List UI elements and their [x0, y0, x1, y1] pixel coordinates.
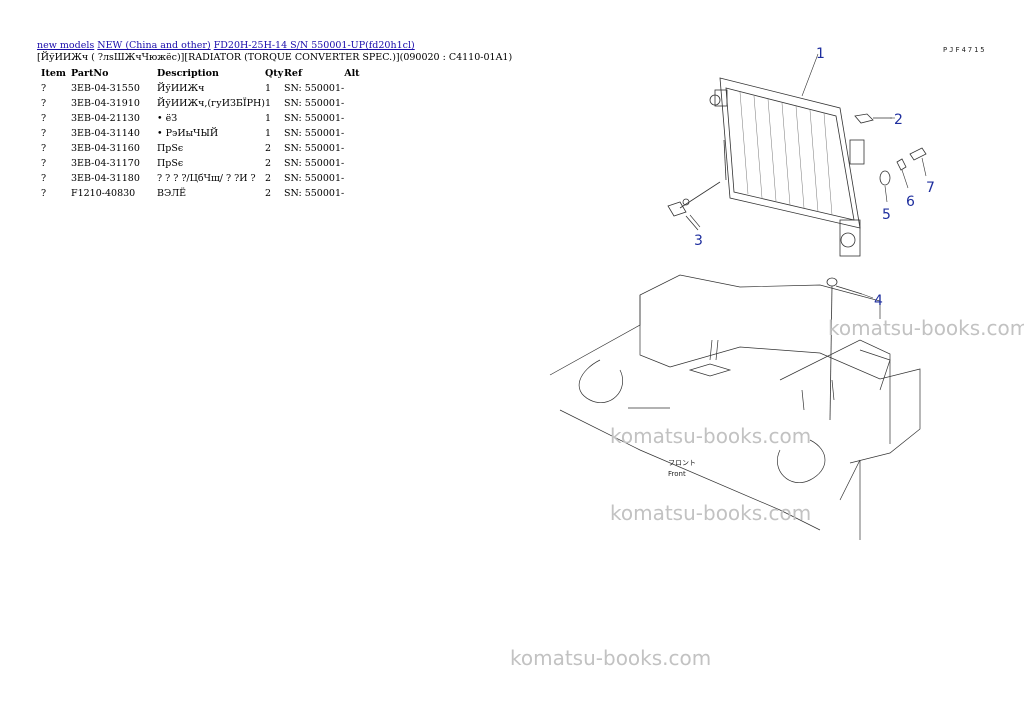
table-row: ? F1210-40830 ВЭЛЁ 2 SN: 550001-: [37, 186, 364, 201]
breadcrumb: new models NEW (China and other) FD20H-2…: [37, 40, 415, 52]
cell-description: ВЭЛЁ: [157, 188, 187, 199]
cell-qty: 1: [265, 98, 272, 109]
front-label-en: Front: [668, 470, 686, 478]
cell-item: ?: [41, 128, 47, 139]
breadcrumb-link-new-models[interactable]: new models: [37, 40, 95, 51]
parts-table: Item PartNo Description Qty Ref Alt ? 3E…: [37, 66, 364, 201]
col-header-item: Item: [41, 68, 66, 79]
cell-ref: SN: 550001-: [284, 113, 345, 124]
callout-3: 3: [694, 233, 703, 249]
cell-partno: 3EB-04-31160: [71, 143, 140, 154]
cell-partno: 3EB-04-31910: [71, 98, 140, 109]
col-header-ref: Ref: [284, 68, 303, 79]
cell-qty: 1: [265, 128, 272, 139]
cell-item: ?: [41, 188, 47, 199]
callout-6: 6: [906, 194, 915, 210]
bushing-fittings: [879, 147, 927, 186]
cell-description: • РэИыЧЫЙ: [157, 128, 219, 139]
cell-alt: [344, 171, 364, 186]
cell-qty: 2: [265, 158, 272, 169]
cell-partno: F1210-40830: [71, 188, 136, 199]
diagram-code: PJF4715: [943, 46, 987, 54]
table-row: ? 3EB-04-31910 ЙўИИЖч,(гуИЗБЇРН) 1 SN: 5…: [37, 96, 364, 111]
col-header-qty: Qty: [265, 68, 284, 79]
cell-item: ?: [41, 113, 47, 124]
table-row: ? 3EB-04-21130 • ёЗ 1 SN: 550001-: [37, 111, 364, 126]
table-row: ? 3EB-04-31180 ? ? ? ?/ЦбЧщ/ ? ?И ? 2 SN…: [37, 171, 364, 186]
cell-description: ПрЅє: [157, 158, 184, 169]
col-header-description: Description: [157, 68, 219, 79]
cell-description: • ёЗ: [157, 113, 178, 124]
table-header-row: Item PartNo Description Qty Ref Alt: [37, 66, 364, 81]
cell-item: ?: [41, 158, 47, 169]
callout-2: 2: [894, 112, 903, 128]
table-row: ? 3EB-04-31140 • РэИыЧЫЙ 1 SN: 550001-: [37, 126, 364, 141]
breadcrumb-link-region[interactable]: NEW (China and other): [97, 40, 211, 51]
cell-alt: [344, 81, 364, 96]
cell-alt: [344, 96, 364, 111]
cell-description: ЙўИИЖч: [157, 83, 205, 94]
table-row: ? 3EB-04-31550 ЙўИИЖч 1 SN: 550001-: [37, 81, 364, 96]
cell-partno: 3EB-04-31550: [71, 83, 140, 94]
cell-alt: [344, 126, 364, 141]
table-row: ? 3EB-04-31160 ПрЅє 2 SN: 550001-: [37, 141, 364, 156]
watermark: komatsu-books.com: [510, 646, 712, 670]
page-title: [ЙўИИЖч ( ?лsШЖчЧюжёс)][RADIATOR (TORQUE…: [37, 52, 513, 63]
cell-ref: SN: 550001-: [284, 83, 345, 94]
cell-ref: SN: 550001-: [284, 158, 345, 169]
cell-partno: 3EB-04-21130: [71, 113, 140, 124]
cell-description: ? ? ? ?/ЦбЧщ/ ? ?И ?: [157, 173, 256, 184]
cell-ref: SN: 550001-: [284, 173, 345, 184]
cell-qty: 1: [265, 113, 272, 124]
cell-item: ?: [41, 143, 47, 154]
cell-ref: SN: 550001-: [284, 143, 345, 154]
watermark: komatsu-books.com: [610, 501, 812, 525]
cell-alt: [344, 141, 364, 156]
cell-ref: SN: 550001-: [284, 188, 345, 199]
cell-alt: [344, 156, 364, 171]
radiator-parts-diagram: PJF4715: [549, 46, 987, 540]
drain-cock: [667, 181, 721, 231]
cell-partno: 3EB-04-31170: [71, 158, 140, 169]
col-header-partno: PartNo: [71, 68, 109, 79]
callout-5: 5: [882, 207, 891, 223]
cell-ref: SN: 550001-: [284, 98, 345, 109]
cell-qty: 2: [265, 143, 272, 154]
cell-qty: 2: [265, 188, 272, 199]
table-row: ? 3EB-04-31170 ПрЅє 2 SN: 550001-: [37, 156, 364, 171]
cell-item: ?: [41, 173, 47, 184]
watermark: komatsu-books.com: [610, 424, 812, 448]
cell-description: ПрЅє: [157, 143, 184, 154]
radiator-core: [709, 77, 865, 257]
callout-7: 7: [926, 180, 935, 196]
col-header-alt: Alt: [344, 68, 360, 79]
front-label-jp: フロント: [668, 459, 696, 467]
cell-qty: 2: [265, 173, 272, 184]
cell-ref: SN: 550001-: [284, 128, 345, 139]
truck-frame: [549, 274, 921, 540]
radiator-cap: [854, 113, 892, 124]
callout-4: 4: [874, 293, 883, 309]
cell-description: ЙўИИЖч,(гуИЗБЇРН): [157, 98, 266, 109]
cell-item: ?: [41, 83, 47, 94]
cell-partno: 3EB-04-31180: [71, 173, 140, 184]
cell-item: ?: [41, 98, 47, 109]
cell-alt: [344, 186, 364, 201]
cell-qty: 1: [265, 83, 272, 94]
breadcrumb-link-model[interactable]: FD20H-25H-14 S/N 550001-UP(fd20h1cl): [213, 40, 415, 51]
cell-alt: [344, 111, 364, 126]
mount-rubber: [826, 277, 863, 421]
cell-partno: 3EB-04-31140: [71, 128, 140, 139]
watermark: komatsu-books.com: [828, 316, 1024, 340]
callout-1: 1: [816, 46, 825, 62]
